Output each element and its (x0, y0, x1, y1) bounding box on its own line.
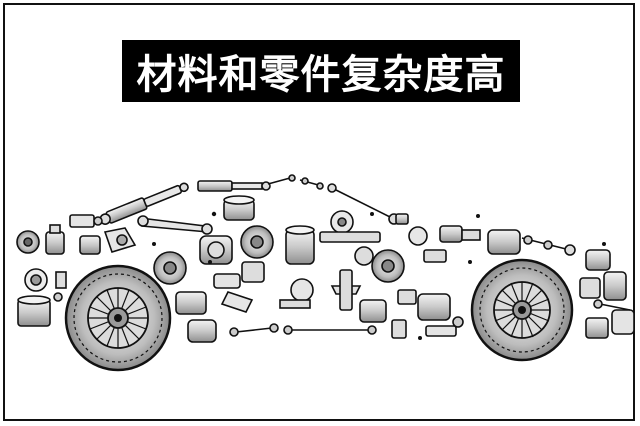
bolt-icon (152, 211, 606, 340)
roof-parts (99, 174, 409, 225)
title-text: 材料和零件复杂度高 (136, 52, 506, 98)
rear-wheel-clutch-disc (470, 258, 574, 362)
title-banner: 材料和零件复杂度高 (122, 40, 520, 102)
front-wheel-clutch-disc (64, 264, 172, 372)
middle-cluster (137, 195, 464, 343)
front-cluster (16, 214, 137, 327)
rear-cluster (439, 225, 635, 339)
